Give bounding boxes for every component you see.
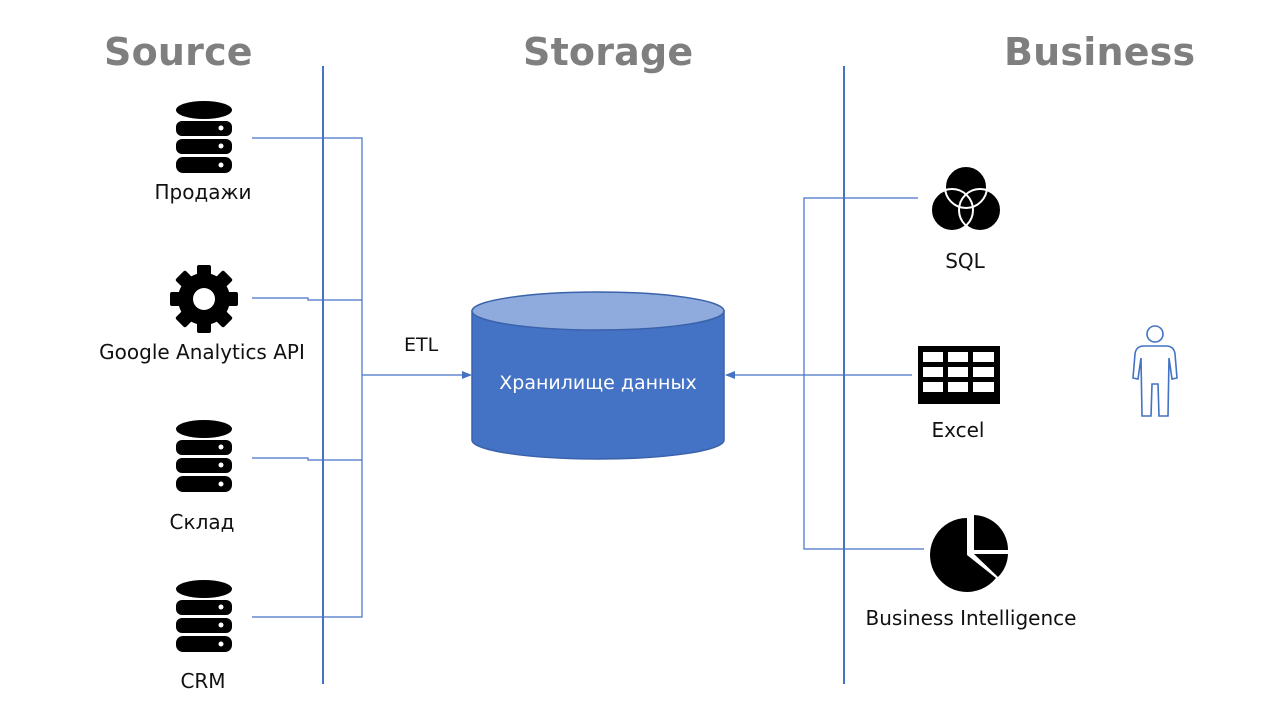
person-icon <box>1132 325 1178 417</box>
business-connectors <box>803 197 924 550</box>
source-label-warehouse: Склад <box>169 510 235 534</box>
table-grid-icon <box>918 346 1000 404</box>
consumer-label-excel: Excel <box>931 418 985 442</box>
database-icon <box>176 580 232 652</box>
heading-source: Source <box>104 30 253 74</box>
source-label-google-analytics: Google Analytics API <box>99 340 305 364</box>
database-icon <box>176 420 232 492</box>
venn-circles-icon <box>930 165 1002 232</box>
gear-icon <box>170 265 238 333</box>
consumer-label-sql: SQL <box>945 249 985 273</box>
source-label-sales: Продажи <box>154 180 252 204</box>
cylinder-icon <box>471 291 725 460</box>
heading-business: Business <box>1004 30 1196 74</box>
database-icon <box>176 101 232 173</box>
storage-label: Хранилище данных <box>499 372 697 394</box>
etl-label: ETL <box>404 334 439 356</box>
heading-storage: Storage <box>523 30 694 74</box>
source-label-crm: CRM <box>180 669 226 693</box>
consumer-label-bi: Business Intelligence <box>865 606 1077 630</box>
pie-chart-icon <box>930 515 1008 592</box>
source-connectors <box>252 137 363 618</box>
